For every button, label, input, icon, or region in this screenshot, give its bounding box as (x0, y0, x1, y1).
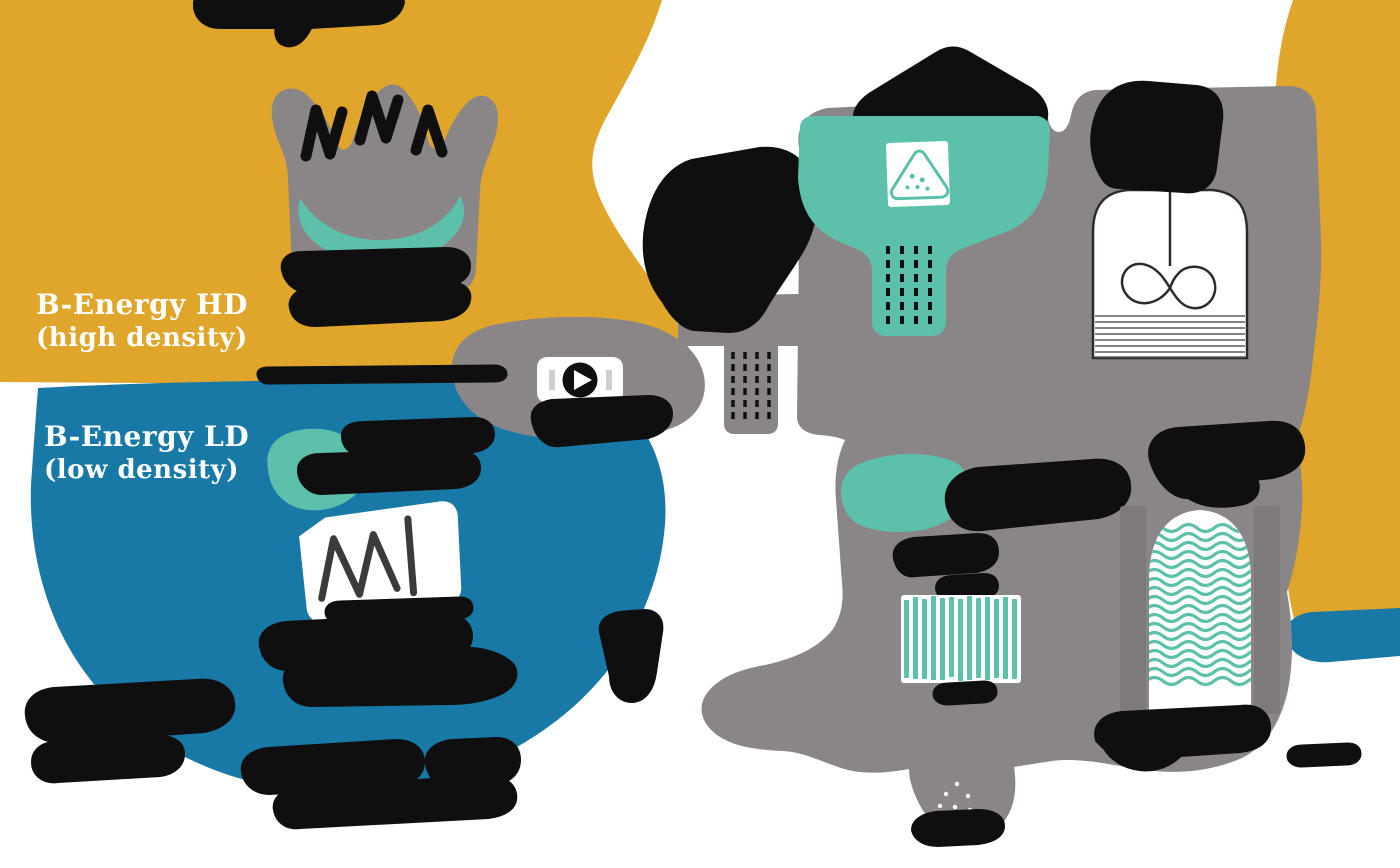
ld-title: B-Energy LD (44, 420, 250, 453)
tank-waves (1149, 522, 1251, 687)
redacted-label (280, 247, 472, 327)
redacted-label (240, 737, 521, 830)
tank-liquid-lines (1095, 315, 1245, 358)
redacted-label (1094, 704, 1271, 772)
hd-subtitle: (high density) (36, 323, 248, 353)
redacted-label (193, 0, 405, 48)
carton-w-mark (318, 531, 401, 602)
storage-tank-icon (1120, 506, 1280, 714)
granule-box-icon (886, 141, 950, 207)
redacted-label (256, 364, 508, 385)
blue-right-blob (1285, 608, 1400, 663)
ld-subtitle: (low density) (44, 455, 240, 485)
digester-bag-icon (271, 84, 498, 296)
fertilizer-teal-blob (841, 454, 969, 532)
redacted-label (1148, 420, 1306, 508)
play-video-icon[interactable] (537, 357, 623, 403)
stripe-filter-icon (901, 595, 1021, 683)
hd-label: B-Energy HD (high density) (36, 287, 248, 355)
redacted-label (1286, 742, 1362, 768)
digester-scribble-marks (300, 90, 448, 162)
redacted-label (598, 609, 664, 703)
mixer-tank-icon (1091, 188, 1249, 360)
hd-title: B-Energy HD (36, 288, 248, 321)
mixer-blades (1120, 262, 1217, 310)
redacted-label (1090, 80, 1224, 194)
carton-bar-mark (404, 515, 418, 597)
play-triangle (574, 370, 592, 390)
ld-label: B-Energy LD (low density) (44, 419, 249, 487)
small-funnel-dashes (731, 352, 771, 424)
redacted-label (24, 678, 236, 784)
hopper-dashes (886, 246, 932, 330)
redacted-label (911, 809, 1005, 847)
redacted-label (258, 613, 518, 707)
redacted-label (932, 680, 998, 706)
milk-carton-icon (299, 501, 462, 623)
additive-hopper-icon (798, 116, 1050, 336)
digester-smile (298, 196, 465, 262)
redacted-label (530, 395, 673, 448)
redacted-label (297, 417, 495, 495)
